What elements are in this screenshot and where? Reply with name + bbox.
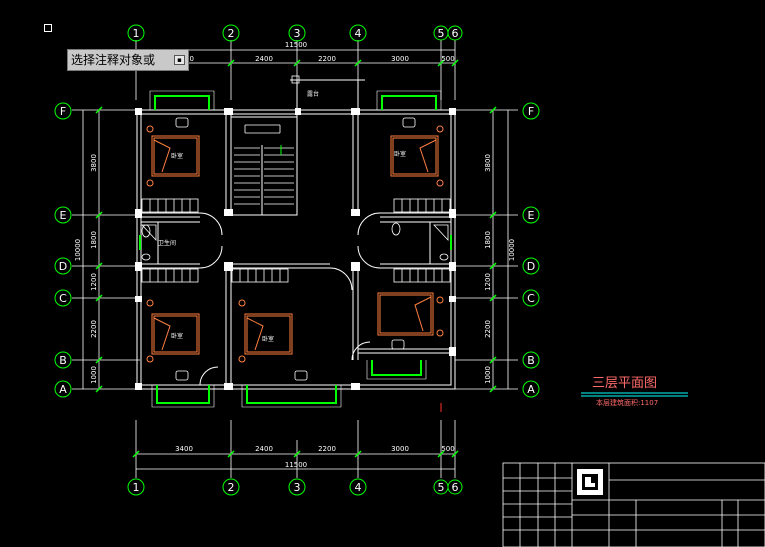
axis-top-4: 4 [355,27,362,40]
title-block [502,462,765,547]
label-bath: 卫生间 [158,239,176,247]
dim-right-5: 1000 [484,366,492,384]
furniture [146,125,444,363]
dim-top-3: 2200 [318,55,336,63]
dim-left-4: 2200 [90,320,98,338]
dim-left-2: 1800 [90,231,98,249]
axis-right-f: F [528,105,534,118]
label-bed-bm: 卧室 [262,335,274,343]
axis-top-6: 6 [452,27,459,40]
dim-right-1: 3800 [484,154,492,172]
dim-bottom-3: 2200 [318,445,336,453]
axis-left-e: E [60,209,67,222]
axis-bottom-6: 6 [452,481,459,494]
axis-left-d: D [59,260,67,273]
dim-top-2: 2400 [255,55,273,63]
dim-right-2: 1800 [484,231,492,249]
axis-bottom-2: 2 [228,481,235,494]
drawing-title: 三层平面图 [592,376,658,391]
dim-right-3: 1200 [484,273,492,291]
axis-right-e: E [528,209,535,222]
dim-bottom-4: 3000 [391,445,409,453]
axis-top-2: 2 [228,27,235,40]
left-dimensions [72,109,140,390]
axis-bottom-3: 3 [294,481,301,494]
top-dimensions [135,40,456,100]
right-dimensions [455,109,518,390]
left-ticks [95,106,103,393]
dim-total-top: 11500 [285,41,307,49]
columns [135,108,456,390]
window-rails [149,90,442,408]
axis-left-f: F [60,105,66,118]
dim-left-3: 1200 [90,273,98,291]
axis-right-d: D [527,260,535,273]
axis-left-c: C [59,292,67,305]
axis-left-a: A [59,383,67,396]
pick-box-icon [44,24,52,32]
bottom-dimensions [135,420,456,478]
dim-bottom-2: 2400 [255,445,273,453]
dim-bottom-1: 3400 [175,445,193,453]
dim-top-4: 3000 [391,55,409,63]
axis-bubbles [54,24,540,496]
right-ticks [489,106,497,393]
fixtures [141,117,449,381]
windows [139,95,452,404]
axis-right-c: C [527,292,535,305]
axis-bottom-4: 4 [355,481,362,494]
axis-top-5: 5 [438,27,445,40]
axis-bottom-1: 1 [133,481,140,494]
dim-total-right: 10000 [508,239,516,261]
axis-bottom-5: 5 [438,481,445,494]
axis-top-3: 3 [294,27,301,40]
label-balcony: 露台 [307,90,319,98]
drawing-subtitle: 本层建筑面积:1107 [596,399,659,407]
dim-bottom-5: 500 [441,445,454,453]
dim-top-5: 500 [441,55,454,63]
dim-total-bottom: 11500 [285,461,307,469]
title-block-logo [577,469,603,495]
walls [136,79,456,390]
axis-top-1: 1 [133,27,140,40]
annotation-tooltip[interactable]: 选择注释对象或 ▪ [67,49,189,71]
tooltip-dropdown-icon[interactable]: ▪ [174,55,185,65]
label-bed-tr: 卧室 [394,150,406,158]
axis-left-b: B [59,354,67,367]
dim-right-4: 2200 [484,320,492,338]
closets [141,198,451,283]
dim-left-5: 1000 [90,366,98,384]
stair-treads [234,124,294,205]
axis-right-b: B [527,354,535,367]
tooltip-text: 选择注释对象或 [71,53,156,67]
bottom-ticks [132,450,459,458]
label-bed-tl: 卧室 [171,152,183,160]
axis-right-a: A [527,383,535,396]
dim-total-left: 10000 [74,239,82,261]
label-bed-bl: 卧室 [171,332,183,340]
dim-left-1: 3800 [90,154,98,172]
balcony-marker [291,75,300,84]
